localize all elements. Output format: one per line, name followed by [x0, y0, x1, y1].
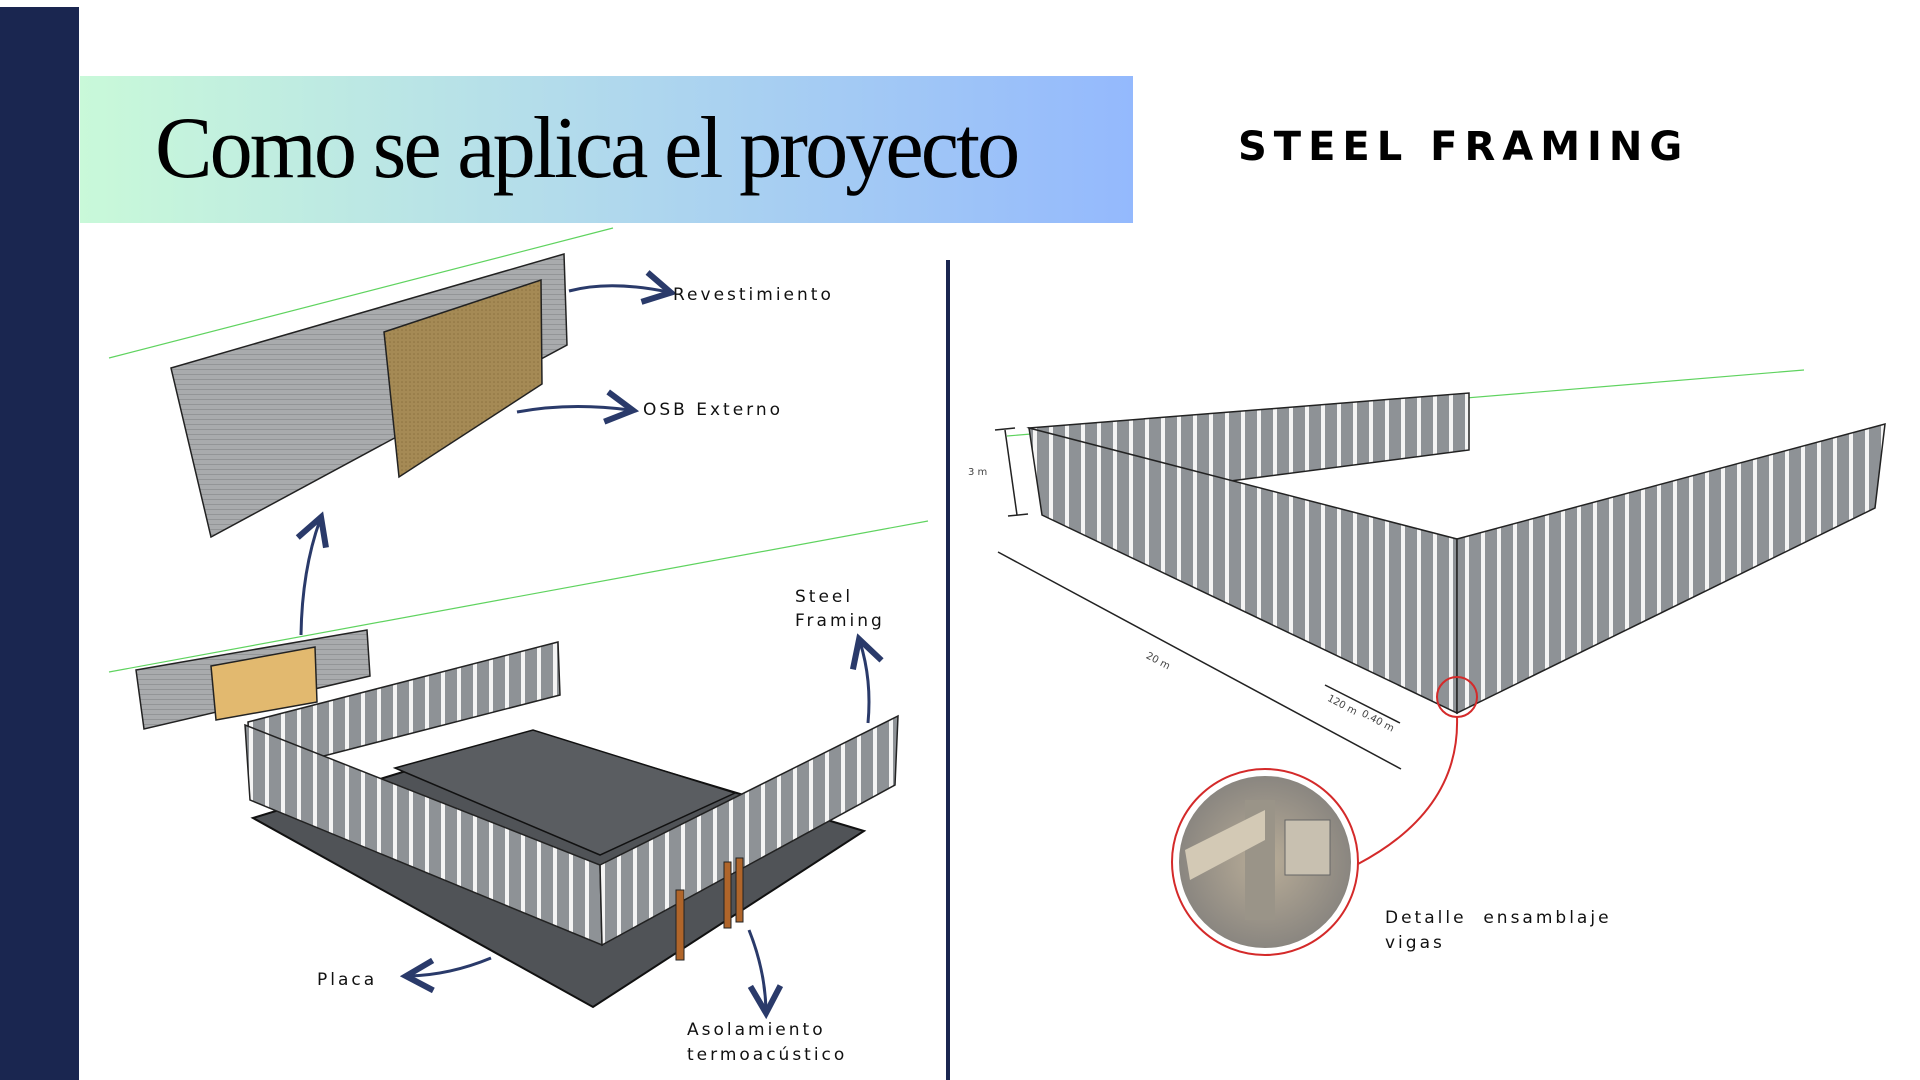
arrow-osb [516, 406, 630, 412]
arrow-steel-framing [860, 642, 869, 724]
title-banner: Como se aplica el proyecto [80, 76, 1133, 223]
arrow-revestimiento [568, 286, 668, 292]
label-framing: Framing [795, 611, 885, 631]
osb-panel [383, 278, 543, 479]
arrow-placa [409, 956, 492, 976]
side-wall-frame [599, 714, 899, 947]
label-detalle-ensamblaje: Detalle ensamblaje [1385, 908, 1612, 928]
dimension-lines [994, 427, 1402, 770]
vertical-divider [946, 260, 950, 1080]
label-vigas: vigas [1385, 933, 1445, 953]
guide-line-top [108, 227, 614, 359]
dimension-height: 3 m [968, 467, 988, 478]
label-termoacustico: termoacústico [687, 1045, 848, 1065]
arrow-up [301, 520, 320, 636]
sidebar-bar [0, 7, 79, 1080]
section-subtitle: STEEL FRAMING [1238, 124, 1690, 170]
insulation-strips [675, 857, 744, 961]
page-title: Como se aplica el proyecto [155, 100, 1020, 197]
arrow-aislamiento [747, 929, 766, 1010]
floor-plate [392, 729, 738, 856]
label-osb-externo: OSB Externo [643, 400, 784, 420]
label-placa: Placa [317, 970, 378, 990]
joint-detail-photo [1171, 768, 1359, 956]
side-wall-frame-right [1456, 422, 1886, 715]
label-steel: Steel [795, 587, 854, 607]
mini-osb [210, 646, 318, 721]
guide-line-middle [108, 520, 929, 673]
detail-connector [1357, 716, 1459, 865]
label-asolamiento: Asolamiento [687, 1020, 826, 1040]
label-revestimiento: Revestimiento [673, 285, 834, 305]
